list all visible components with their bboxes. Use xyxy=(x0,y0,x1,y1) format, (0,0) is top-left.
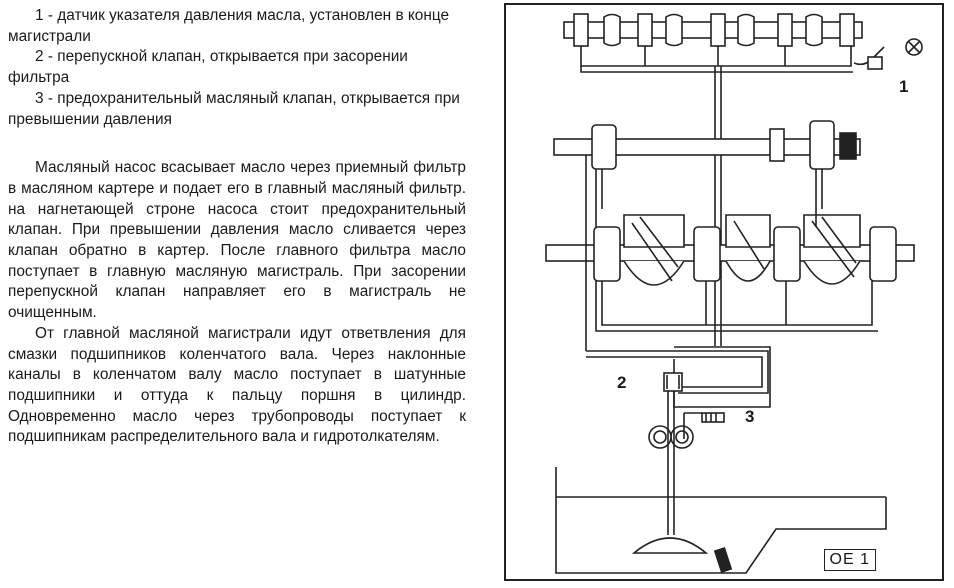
paragraph-oil-pump: Масляный насос всасывает масло через при… xyxy=(8,159,466,322)
intermediate-shaft xyxy=(553,120,861,170)
legend-item-1: 1 - датчик указателя давления масла, уст… xyxy=(8,7,450,45)
callout-2: 2 xyxy=(617,373,627,392)
crankshaft xyxy=(545,214,915,286)
callout-3: 3 xyxy=(745,407,755,426)
text-column: 1 - датчик указателя давления масла, уст… xyxy=(8,6,466,448)
body-text: Масляный насос всасывает масло через при… xyxy=(8,158,466,448)
legend-item-3: 3 - предохранительный масляный клапан, о… xyxy=(8,89,460,128)
lubrication-schematic xyxy=(545,13,923,574)
legend-list: 1 - датчик указателя давления масла, уст… xyxy=(8,6,466,130)
camshaft xyxy=(563,13,863,47)
legend-item-2: 2 - перепускной клапан, открывается при … xyxy=(8,48,408,87)
figure-code: OE 1 xyxy=(823,549,876,571)
lubrication-diagram: 1 2 3 OE 1 xyxy=(504,3,944,581)
pressure-sensor xyxy=(867,38,923,70)
paragraph-oil-branches: От главной масляной магистрали идут отве… xyxy=(8,324,466,446)
oil-pump xyxy=(648,425,694,449)
callout-1: 1 xyxy=(899,77,909,96)
